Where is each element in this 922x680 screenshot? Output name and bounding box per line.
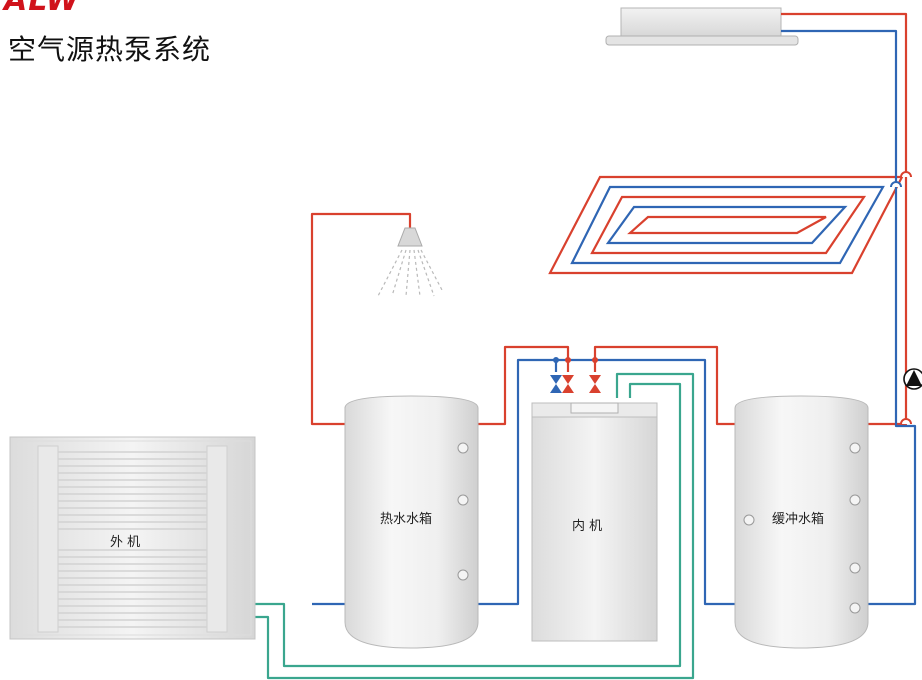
floor-coil-blue-inner: [605, 205, 848, 245]
tank-port: [743, 514, 755, 526]
hot-pipe-buffer-to-system: [868, 177, 908, 426]
outdoor-unit-grille: [58, 451, 207, 628]
hot-pipe-indoor-to-buffer: [593, 345, 735, 426]
page-title: 空气源热泵系统: [8, 33, 212, 66]
hot-water-tank-label: 热水水箱: [380, 512, 433, 527]
cold-pipe-system-return: [868, 187, 917, 606]
valve-blue-icon: [550, 357, 562, 393]
tank-port: [457, 442, 469, 454]
tank-port: [849, 442, 861, 454]
floor-heating-coil: [548, 175, 904, 275]
tank-port: [457, 494, 469, 506]
floor-coil-red-inner: [627, 215, 827, 235]
hot-pipe-to-ac: [781, 12, 908, 177]
circulation-pump: [903, 368, 922, 390]
tank-port: [457, 569, 469, 581]
floor-coil-blue: [570, 185, 885, 265]
outdoor-unit-label: 外 机: [110, 535, 141, 550]
shower-head-icon: [377, 227, 443, 297]
refrigerant-pipe-inner: [255, 382, 682, 668]
floor-coil-red: [590, 195, 867, 255]
pipe-crossings: [890, 171, 912, 425]
hot-water-pipe-shower: [310, 212, 412, 426]
ceiling-ac-unit: [605, 7, 799, 46]
refrigerant-pipe-outer: [255, 372, 695, 680]
tank-port: [849, 562, 861, 574]
valve-red-icon: [562, 357, 574, 393]
valve-group: [550, 357, 601, 393]
buffer-tank: [734, 395, 869, 649]
buffer-tank-label: 缓冲水箱: [772, 512, 825, 527]
cold-pipe-indoor-to-tank: [478, 358, 556, 606]
tank-port: [849, 494, 861, 506]
tank-port: [849, 602, 861, 614]
cold-pipe-ac-return: [781, 29, 898, 187]
indoor-unit-label: 内 机: [572, 519, 603, 534]
outdoor-unit: [9, 436, 256, 640]
brand-logo: ALW: [4, 0, 80, 18]
valve-red-icon: [589, 357, 601, 393]
hot-water-tank: [344, 395, 479, 649]
floor-coil-outer-red: [548, 175, 904, 275]
hot-pipe-tank-to-indoor: [478, 345, 570, 426]
indoor-unit: [531, 402, 658, 642]
cold-pipe-buffer-to-indoor: [554, 358, 735, 606]
